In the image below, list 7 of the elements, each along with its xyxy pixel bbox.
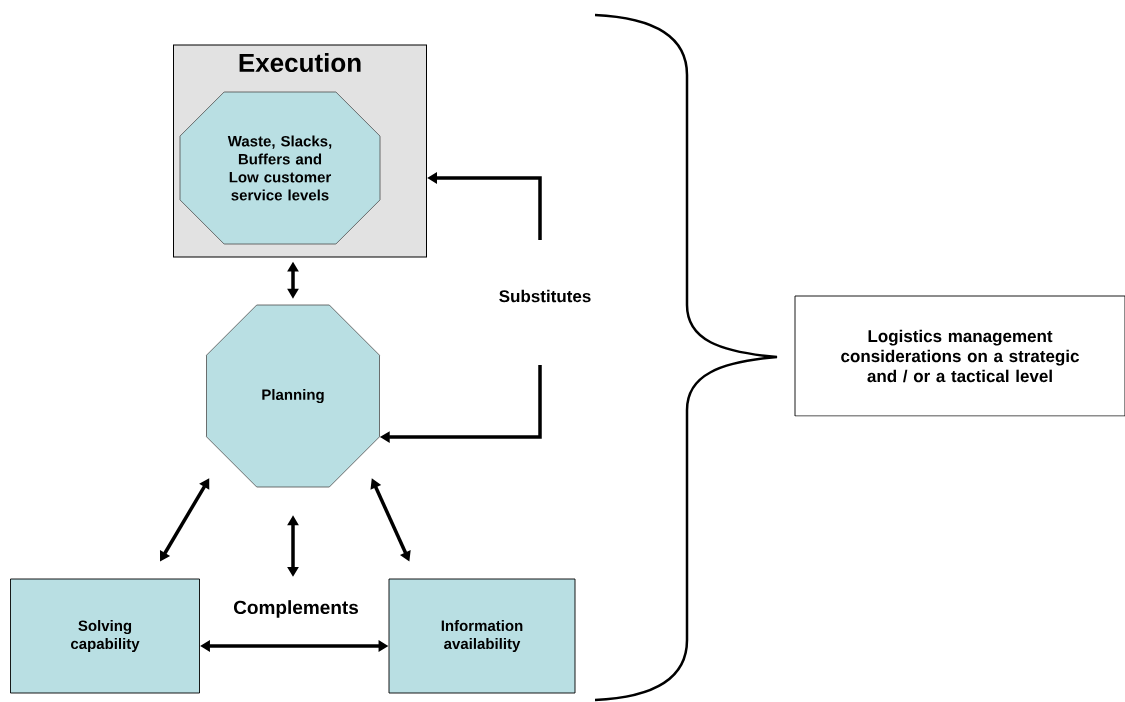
octagon: Waste, Slacks, Buffers and Low customer service levels: [179, 91, 381, 245]
label-text: Substitutes: [499, 289, 591, 303]
complements-text: Complements: [233, 600, 359, 618]
octagon: Planning: [206, 304, 380, 488]
process-box: Solving capability: [10, 578, 200, 694]
text-box: Logistics management considerations on a strategic and / or a tactical level: [794, 295, 1125, 417]
process-box: Information availability: [388, 578, 576, 694]
